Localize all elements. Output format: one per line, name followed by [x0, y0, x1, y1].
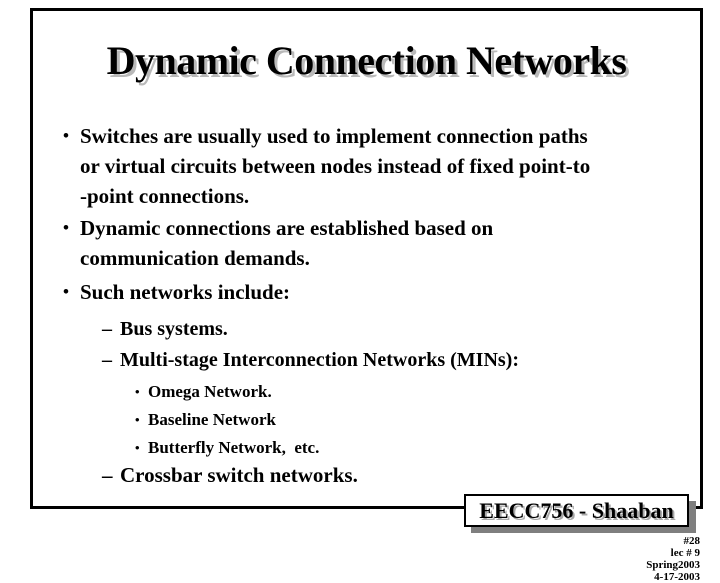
- bullet-icon: •: [135, 440, 140, 455]
- bullet-icon: •: [63, 282, 69, 301]
- bullet-line: Butterfly Network, etc.: [148, 438, 320, 457]
- bullet-icon: •: [135, 412, 140, 427]
- bullet-item: • Dynamic connections are established ba…: [30, 213, 700, 273]
- dash-icon: –: [102, 463, 113, 487]
- slide-title: Dynamic Connection Networks: [106, 38, 627, 83]
- bullet-line: Omega Network.: [148, 382, 272, 401]
- dash-icon: –: [102, 318, 112, 340]
- sub-sub-bullet-item: • Butterfly Network, etc.: [30, 434, 700, 462]
- footer-lecture-number: lec # 9: [670, 547, 700, 559]
- bullet-line: Crossbar switch networks.: [120, 463, 358, 487]
- dash-icon: –: [102, 349, 112, 371]
- bullet-line: Switches are usually used to implement c…: [80, 124, 588, 148]
- sub-bullet-item: – Bus systems.: [30, 314, 700, 345]
- footer-date: 4-17-2003: [654, 571, 700, 583]
- bullet-icon: •: [63, 126, 69, 145]
- bullet-line: Bus systems.: [120, 318, 228, 340]
- bullet-line: Baseline Network: [148, 410, 276, 429]
- sub-bullet-item: – Multi-stage Interconnection Networks (…: [30, 345, 700, 376]
- bullet-line: Such networks include:: [80, 280, 291, 304]
- footer-course-box: EECC756 - Shaaban: [464, 494, 689, 527]
- bullet-line: Multi-stage Interconnection Networks (MI…: [120, 349, 520, 371]
- footer-term: Spring2003: [646, 559, 700, 571]
- footer-meta: #28 lec # 9 Spring2003 4-17-2003: [400, 523, 700, 583]
- sub-sub-bullet-item: • Omega Network.: [30, 378, 700, 406]
- bullet-item: • Such networks include:: [30, 277, 700, 307]
- bullet-icon: •: [135, 384, 140, 399]
- bullet-line: Dynamic connections are established base…: [80, 216, 494, 240]
- sub-sub-bullet-item: • Baseline Network: [30, 406, 700, 434]
- bullet-icon: •: [63, 218, 69, 237]
- footer-course-label: EECC756 - Shaaban: [479, 498, 674, 523]
- sub-bullet-item: – Crossbar switch networks.: [30, 460, 700, 491]
- slide-border: [30, 8, 703, 509]
- bullet-line: communication demands.: [80, 246, 310, 270]
- bullet-line: -point connections.: [80, 184, 250, 208]
- footer-page-number: #28: [683, 535, 701, 547]
- slide-body: • Switches are usually used to implement…: [30, 121, 700, 491]
- bullet-item: • Switches are usually used to implement…: [30, 121, 700, 211]
- bullet-line: or virtual circuits between nodes instea…: [80, 154, 591, 178]
